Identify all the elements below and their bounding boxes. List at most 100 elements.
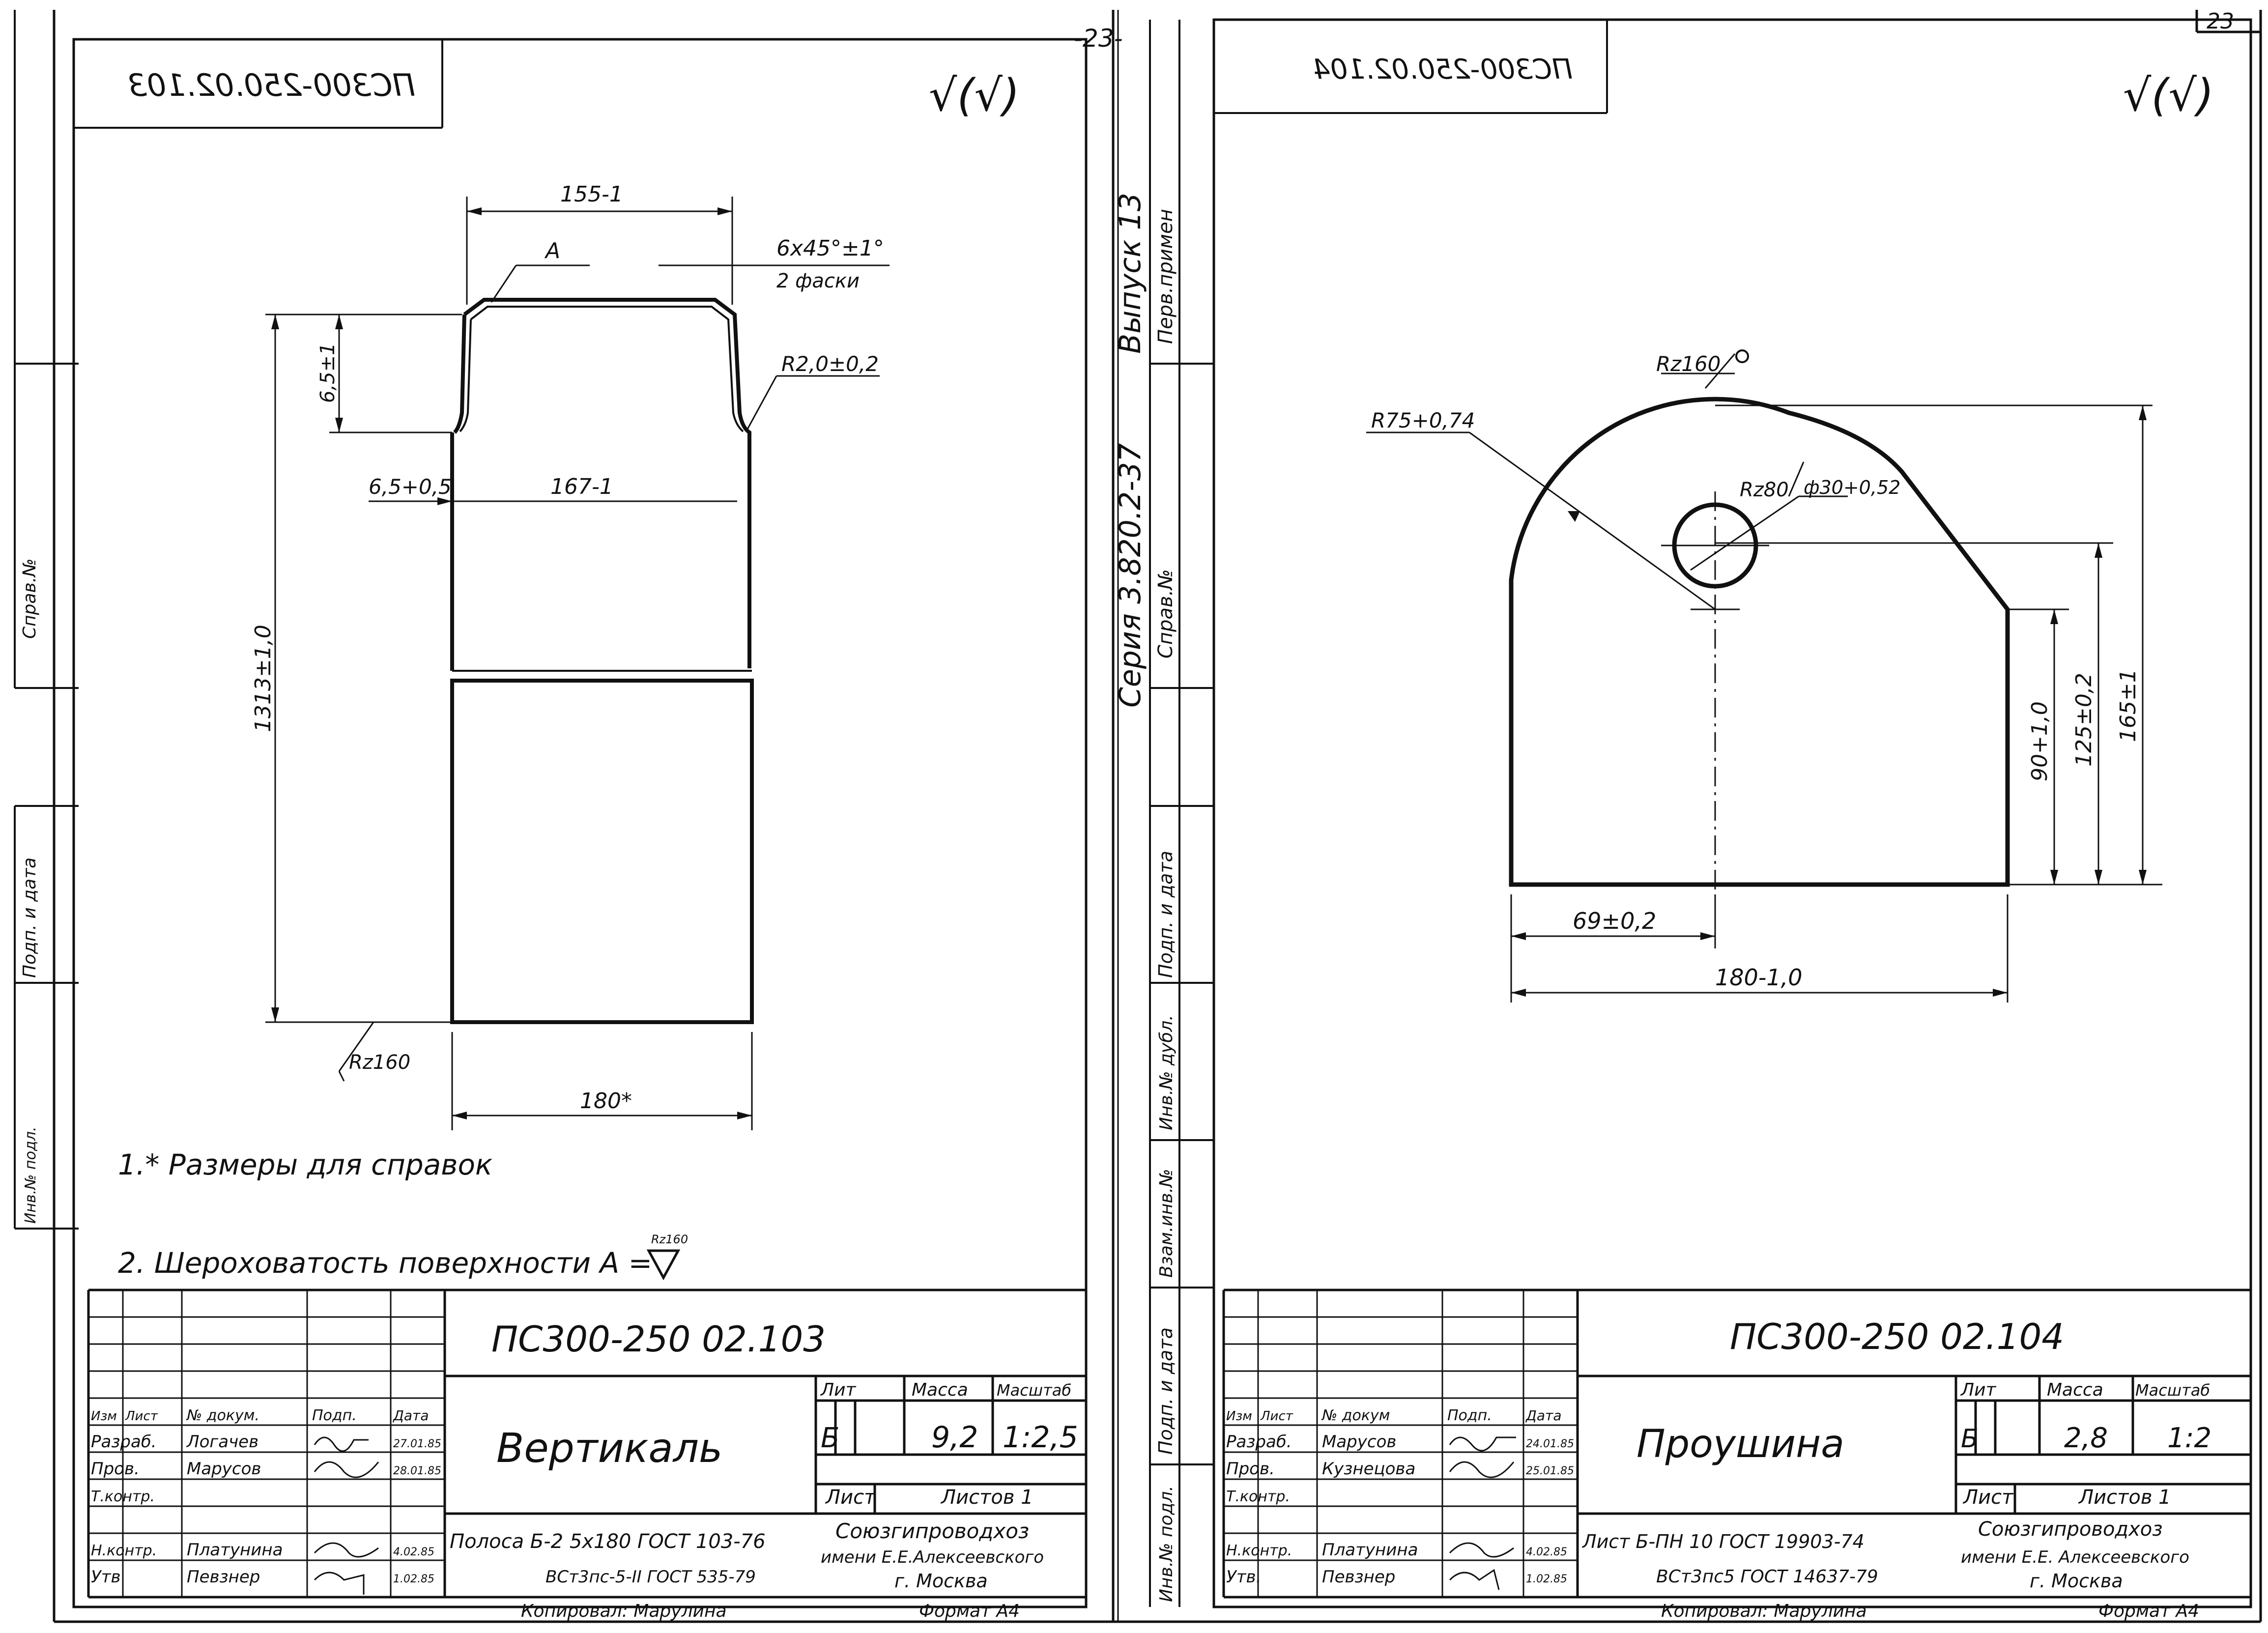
left-doc-code: ПС300-250 02.103 xyxy=(491,1318,826,1360)
left-margin-sign: Подп. и дата xyxy=(20,858,40,978)
left-margin-inv: Инв.№ подл. xyxy=(22,1127,39,1224)
left-row-name: Логачев xyxy=(186,1432,258,1452)
spine-orig-inv: Инв.№ подл. xyxy=(1156,1486,1177,1602)
right-hdr-doc: № докум xyxy=(1321,1407,1390,1424)
roughness-circle-icon xyxy=(1735,349,1749,363)
right-lit-header: Лит xyxy=(1960,1380,1996,1400)
right-hdr-date: Дата xyxy=(1525,1407,1562,1424)
left-scale-header: Масштаб xyxy=(997,1381,1071,1400)
note-2: 2. Шероховатость поверхности A = xyxy=(118,1246,652,1280)
spine-sign-date: Подп. и дата xyxy=(1155,851,1177,978)
right-title-block-rows xyxy=(1224,1290,1578,1597)
outer-frame xyxy=(53,10,2262,1623)
left-lit: Б xyxy=(821,1422,839,1454)
dim-radius: R2,0±0,2 xyxy=(781,352,879,376)
dim-offset: 6,5+0,5 xyxy=(369,475,452,499)
right-revision-table: Изм Лист № докум Подп. Дата Разраб. Мару… xyxy=(1226,1407,1574,1590)
dim-hole-roughness: Rz80 xyxy=(1740,479,1789,501)
right-material-2: ВСт3пс5 ГОСТ 14637-79 xyxy=(1656,1567,1878,1587)
left-row-role: Н.контр. xyxy=(91,1542,157,1559)
right-sheets-label: Листов 1 xyxy=(2078,1486,2171,1509)
spine-first-use: Перв.примен xyxy=(1154,209,1177,344)
left-copied: Копировал: Марулина xyxy=(521,1601,727,1621)
right-org-2: имени Е.Е. Алексеевского xyxy=(1961,1547,2189,1567)
right-hdr-izm: Изм xyxy=(1226,1409,1252,1424)
right-lit: Б xyxy=(1961,1424,1979,1454)
dim-bottom-width: 180* xyxy=(580,1089,632,1114)
right-part-outline xyxy=(1509,397,2010,887)
dim-total-height: 1313±1,0 xyxy=(251,625,276,732)
right-part-name: Проушина xyxy=(1636,1422,1844,1466)
left-mass: 9,2 xyxy=(931,1420,978,1455)
left-row-name: Певзнер xyxy=(187,1567,260,1587)
right-row-date: 4.02.85 xyxy=(1526,1546,1567,1558)
right-material-1: Лист Б-ПН 10 ГОСТ 19903-74 xyxy=(1581,1531,1865,1552)
roughness-symbol-icon xyxy=(646,1249,681,1281)
left-row-date: 4.02.85 xyxy=(393,1546,434,1558)
right-row-role: Т.контр. xyxy=(1226,1488,1290,1505)
right-dimension-arrows xyxy=(1511,405,2147,997)
left-part-outline xyxy=(450,298,754,1024)
dim-top-width: 155-1 xyxy=(560,182,623,207)
left-org-2: имени Е.Е.Алексеевского xyxy=(821,1547,1044,1567)
right-row-date: 24.01.85 xyxy=(1526,1438,1574,1450)
dim-roughness-top: Rz160 xyxy=(1656,352,1721,376)
right-row-name: Платунина xyxy=(1322,1540,1418,1560)
left-part-name: Вертикаль xyxy=(496,1425,722,1472)
right-scale-header: Масштаб xyxy=(2135,1381,2210,1400)
left-row-date: 27.01.85 xyxy=(393,1438,441,1450)
right-row-role: Разраб. xyxy=(1226,1432,1292,1452)
left-margin-strip xyxy=(14,10,79,1230)
left-hdr-doc: № докум. xyxy=(186,1407,259,1424)
right-roughness-mark: √(√) xyxy=(2123,70,2214,121)
right-doc-code: ПС300-250 02.104 xyxy=(1730,1316,2064,1357)
right-stamp-box xyxy=(1214,20,1608,114)
dim-chamfer-note: 2 фаски xyxy=(776,270,860,292)
spine-issue: Выпуск 13 xyxy=(1113,193,1148,354)
right-copied: Копировал: Марулина xyxy=(1661,1601,1867,1621)
spine-ref-no: Справ.№ xyxy=(1154,569,1177,659)
left-row-role: Т.контр. xyxy=(91,1488,155,1505)
right-dimension-lines xyxy=(1366,353,2162,1003)
spine-dup-inv: Инв.№ дубл. xyxy=(1156,1015,1177,1130)
dim-w69: 69±0,2 xyxy=(1573,908,1656,934)
left-stamp-box xyxy=(74,39,443,129)
spine-replace-inv: Взам.инв.№ xyxy=(1156,1169,1177,1278)
note-roughness-value: Rz160 xyxy=(651,1232,688,1246)
left-org-1: Союзгипроводхоз xyxy=(835,1519,1029,1543)
left-dimension-arrows xyxy=(271,207,752,1119)
left-dimension-lines xyxy=(265,197,890,1130)
right-org-3: г. Москва xyxy=(2030,1570,2123,1592)
left-dimension-labels: 155-1 A 6x45°±1° 2 фаски R2,0±0,2 6,5±1 … xyxy=(251,182,884,1114)
dim-h125: 125±0,2 xyxy=(2071,673,2096,767)
spine-sign-date-2: Подп. и дата xyxy=(1155,1327,1177,1455)
right-hdr-sign: Подп. xyxy=(1447,1407,1492,1424)
right-format: Формат А4 xyxy=(2098,1601,2199,1621)
right-row-date: 25.01.85 xyxy=(1526,1465,1574,1477)
right-row-name: Певзнер xyxy=(1322,1567,1395,1587)
right-row-role: Н.контр. xyxy=(1226,1542,1292,1559)
left-title-block-rows xyxy=(88,1290,445,1597)
left-hdr-sign: Подп. xyxy=(312,1407,357,1424)
left-row-role: Пров. xyxy=(91,1459,140,1479)
left-row-date: 28.01.85 xyxy=(393,1465,441,1477)
left-mass-header: Масса xyxy=(912,1380,968,1400)
left-row-role: Утв xyxy=(91,1567,121,1587)
right-title-block-grid xyxy=(1222,1289,2251,1599)
right-org-1: Союзгипроводхоз xyxy=(1978,1518,2163,1541)
dim-chamfer: 6x45°±1° xyxy=(776,236,884,261)
left-material-2: ВСт3пс-5-II ГОСТ 535-79 xyxy=(545,1567,756,1587)
left-mirror-code: ПС300-250.02.103 xyxy=(127,67,415,103)
left-signatures xyxy=(314,1436,379,1595)
dim-inner-width: 167-1 xyxy=(550,474,613,499)
right-hdr-list: Лист xyxy=(1260,1409,1293,1424)
right-dimension-labels: Rz160 R75+0,74 Rz80 ф30+0,52 90+1,0 125±… xyxy=(1371,352,2141,991)
right-mass: 2,8 xyxy=(2064,1422,2108,1454)
left-part-inner-lines xyxy=(452,306,752,672)
left-sheet-frame xyxy=(72,38,1088,1608)
right-sheet-frame xyxy=(1212,18,2252,1608)
dim-roughness: Rz160 xyxy=(349,1051,410,1074)
right-scale: 1:2 xyxy=(2167,1422,2211,1454)
right-sheet-label: Лист xyxy=(1962,1486,2014,1509)
